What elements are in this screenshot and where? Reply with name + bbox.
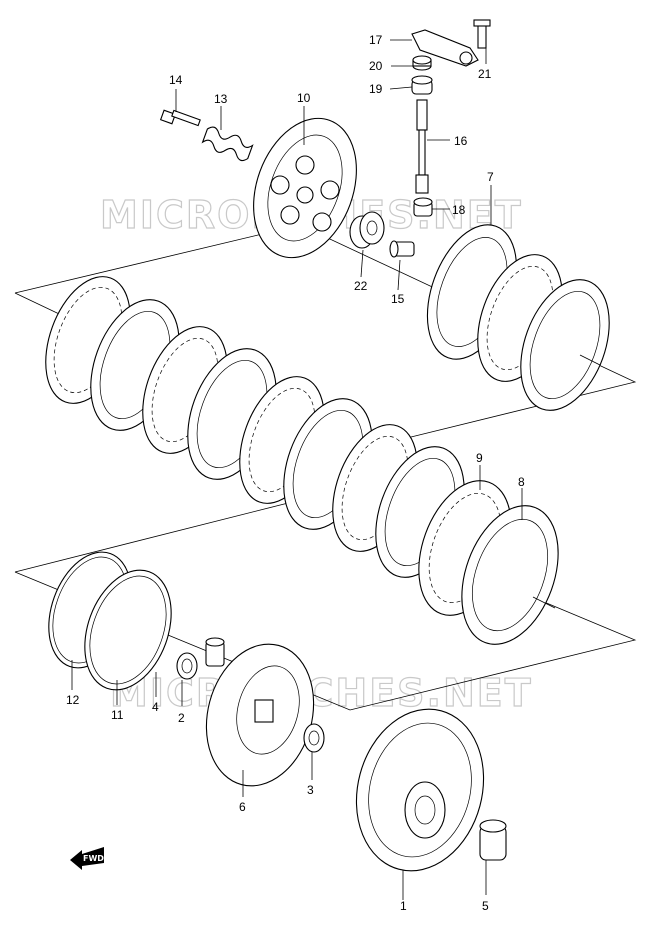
callout-18: 18 [452, 203, 466, 217]
callout-14: 14 [169, 73, 183, 87]
callout-7: 7 [487, 170, 494, 184]
upper-plates-group [426, 224, 610, 411]
spacer-5 [479, 819, 507, 861]
callout-15: 15 [391, 292, 405, 306]
primary-driven-gear-1 [355, 708, 485, 872]
callout-6: 6 [239, 800, 246, 814]
clutch-plates-stack [45, 276, 559, 645]
spring-seat-11 [84, 569, 172, 691]
callout-9: 9 [476, 451, 483, 465]
release-arm [411, 19, 491, 67]
callout-5: 5 [482, 899, 489, 913]
drive-plate-8 [461, 505, 559, 645]
washer-2 [176, 652, 198, 680]
callout-3: 3 [307, 783, 314, 797]
callout-2: 2 [178, 711, 185, 725]
callout-labels: 1 2 3 4 5 6 7 8 9 10 11 12 13 14 15 16 1… [66, 33, 525, 913]
callout-10: 10 [297, 91, 311, 105]
fwd-arrow-icon: FWD [70, 847, 104, 870]
drive-plate-upper [520, 279, 610, 411]
clutch-spring [201, 126, 254, 162]
callout-17: 17 [369, 33, 383, 47]
bearing-4 [205, 637, 225, 667]
release-seal-19 [411, 75, 433, 95]
washer-3 [303, 723, 325, 753]
callout-12: 12 [66, 693, 80, 707]
leader-lines [71, 39, 601, 900]
callout-21: 21 [478, 67, 492, 81]
callout-20: 20 [369, 59, 383, 73]
push-piece-15 [389, 240, 415, 258]
release-washer-20 [412, 55, 432, 71]
bearing-22 [349, 211, 385, 249]
callout-11: 11 [111, 708, 124, 722]
callout-1: 1 [400, 899, 407, 913]
callout-8: 8 [518, 475, 525, 489]
bearing-18 [413, 197, 433, 217]
spring-bolt [159, 109, 201, 127]
callout-4: 4 [152, 700, 159, 714]
callout-19: 19 [369, 82, 383, 96]
watermark-bottom: MICROFICHES.NET [110, 671, 533, 715]
callout-16: 16 [454, 134, 468, 148]
clutch-sleeve-hub-6 [205, 643, 315, 787]
callout-22: 22 [354, 279, 368, 293]
release-rod-16 [415, 99, 429, 194]
callout-13: 13 [214, 92, 228, 106]
fwd-label: FWD [83, 854, 104, 863]
pressure-plate [253, 117, 357, 259]
